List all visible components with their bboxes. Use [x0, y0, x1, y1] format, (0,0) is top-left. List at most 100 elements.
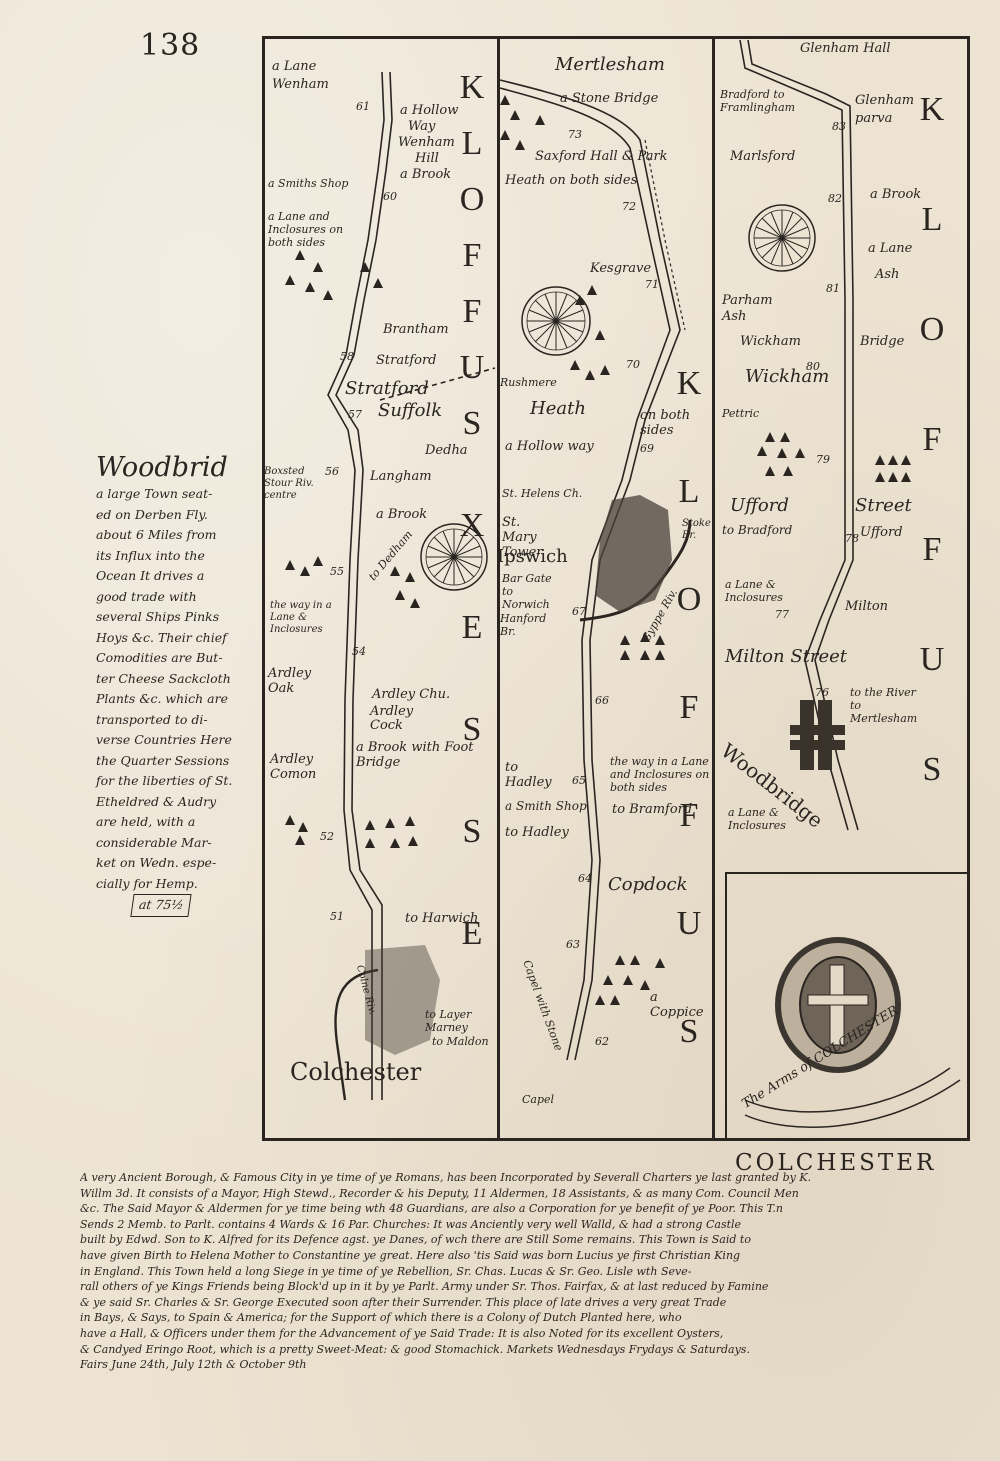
place-label: Langham — [370, 469, 432, 484]
description-line: are held, with a — [96, 814, 196, 829]
woodbridge-town-block — [790, 700, 845, 770]
arms-caption: COLCHESTER — [735, 1150, 937, 1176]
place-label: the way in a Lane & Inclosures — [270, 600, 332, 635]
place-label: Glenham parva — [855, 93, 915, 126]
mile-marker: 60 — [383, 190, 397, 203]
place-label: Suffolk — [378, 400, 443, 421]
place-label: Capel — [522, 1093, 555, 1106]
place-label: a Stone Bridge — [560, 91, 659, 106]
place-label: a Smiths Shop — [268, 177, 349, 190]
note-line: have a Hall, & Officers under them for t… — [80, 1326, 724, 1340]
place-label: a Brook with Foot Bridge — [356, 740, 474, 770]
place-label: Brantham — [383, 322, 449, 337]
place-label: St. Helens Ch. — [502, 487, 583, 500]
place-label: Parham Ash — [722, 293, 773, 324]
note-line: have given Birth to Helena Mother to Con… — [80, 1248, 741, 1262]
place-label: Kesgrave — [590, 261, 652, 276]
strip-divider — [497, 36, 500, 1141]
place-label: Way — [408, 119, 436, 134]
place-label: Heath — [530, 398, 586, 419]
place-label: Heath on both sides — [505, 173, 638, 188]
map-frame — [262, 36, 970, 1141]
description-line: a large Town seat- — [96, 486, 213, 501]
description-line: Hoys &c. Their chief — [96, 629, 227, 645]
place-label: on both sides — [640, 408, 691, 438]
place-label: to Hadley — [505, 825, 569, 840]
colchester-town-block — [365, 945, 440, 1055]
town-label-colchester: Colchester — [290, 1058, 422, 1086]
description-line: verse Countries Here — [96, 732, 232, 747]
mile-marker: 57 — [348, 408, 362, 421]
place-label: to Harwich — [405, 911, 479, 926]
note-line: in Bays, & Says, to Spain & America; for… — [80, 1311, 682, 1325]
place-label: Wickham — [740, 334, 801, 349]
place-label: Ufford — [730, 495, 789, 516]
place-label: a Lane — [272, 59, 317, 74]
mile-marker: 81 — [826, 282, 840, 295]
place-label: a Lane — [868, 241, 913, 256]
place-label: Glenham Hall — [800, 41, 891, 56]
place-label: to Maldon — [432, 1035, 489, 1048]
arms-cartouche — [725, 872, 968, 1138]
description-line: its Influx into the — [96, 547, 205, 563]
mile-marker: 73 — [568, 128, 582, 141]
place-label: Copdock — [608, 874, 688, 895]
mile-marker: 66 — [595, 694, 609, 707]
description-line: Ocean It drives a — [96, 568, 205, 583]
description-line: Etheldred & Audry — [96, 793, 217, 809]
place-label: a Lane & Inclosures — [728, 806, 786, 832]
place-label: Wickham — [745, 366, 830, 387]
place-label: Stoke Br. — [682, 518, 711, 541]
description-lines: a large Town seat- ed on Derben Fly. abo… — [96, 484, 266, 894]
place-label: Ardley Oak — [268, 666, 312, 696]
place-label: a Brook — [400, 167, 452, 182]
mile-marker: 63 — [566, 938, 580, 951]
mile-marker: 69 — [640, 442, 654, 455]
note-line: Willm 3d. It consists of a Mayor, High S… — [80, 1186, 799, 1200]
place-label: to Hadley — [505, 760, 552, 790]
description-line: for the liberties of St. — [96, 773, 233, 788]
place-label: to Bradford — [722, 523, 793, 537]
page-number: 138 — [140, 28, 201, 63]
description-line: about 6 Miles from — [96, 527, 217, 542]
mile-marker: 67 — [572, 605, 586, 618]
note-line: rall others of ye Kings Friends being Bl… — [80, 1280, 769, 1294]
description-line: Plants &c. which are — [96, 691, 228, 706]
note-line: Sends 2 Memb. to Parlt. contains 4 Wards… — [80, 1217, 742, 1231]
mile-marker: 56 — [325, 465, 339, 478]
description-line: the Quarter Sessions — [96, 752, 230, 768]
note-line: built by Edwd. Son to K. Alfred for its … — [80, 1233, 751, 1247]
mile-marker: 76 — [815, 686, 829, 699]
place-label: a Hollow — [400, 103, 459, 118]
place-label: Saxford Hall & Park — [535, 149, 668, 164]
place-label: Ardley Chu. — [372, 687, 451, 702]
mile-marker: 65 — [572, 774, 586, 787]
place-label: Hill — [415, 151, 439, 166]
mile-marker: 82 — [828, 192, 842, 205]
mile-marker: 71 — [645, 278, 659, 291]
mile-marker: 70 — [626, 358, 640, 371]
mile-marker: 83 — [832, 120, 846, 133]
place-label: a Coppice — [650, 990, 704, 1020]
place-label: Rushmere — [500, 376, 557, 389]
place-label: Ardley Cock — [370, 704, 414, 733]
compass-rose — [420, 204, 816, 591]
town-label-ipswich: Ipswich — [497, 546, 568, 567]
description-line: ter Cheese Sackcloth — [96, 670, 231, 686]
place-label: Dedha — [425, 443, 468, 458]
place-label: Marlsford — [730, 149, 796, 164]
place-label: Wenham — [272, 77, 329, 92]
mile-marker: 79 — [816, 453, 830, 466]
note-line: & ye said Sr. Charles & Sr. George Execu… — [80, 1295, 727, 1309]
description-line: Comodities are But- — [96, 650, 223, 665]
mile-marker: 77 — [775, 608, 789, 621]
mile-marker: 64 — [578, 872, 592, 885]
note-line: &c. The Said Mayor & Aldermen for ye tim… — [80, 1202, 783, 1216]
place-label: Ufford — [860, 525, 903, 540]
mile-marker: 80 — [806, 360, 820, 373]
place-label: Stratford — [376, 353, 437, 368]
